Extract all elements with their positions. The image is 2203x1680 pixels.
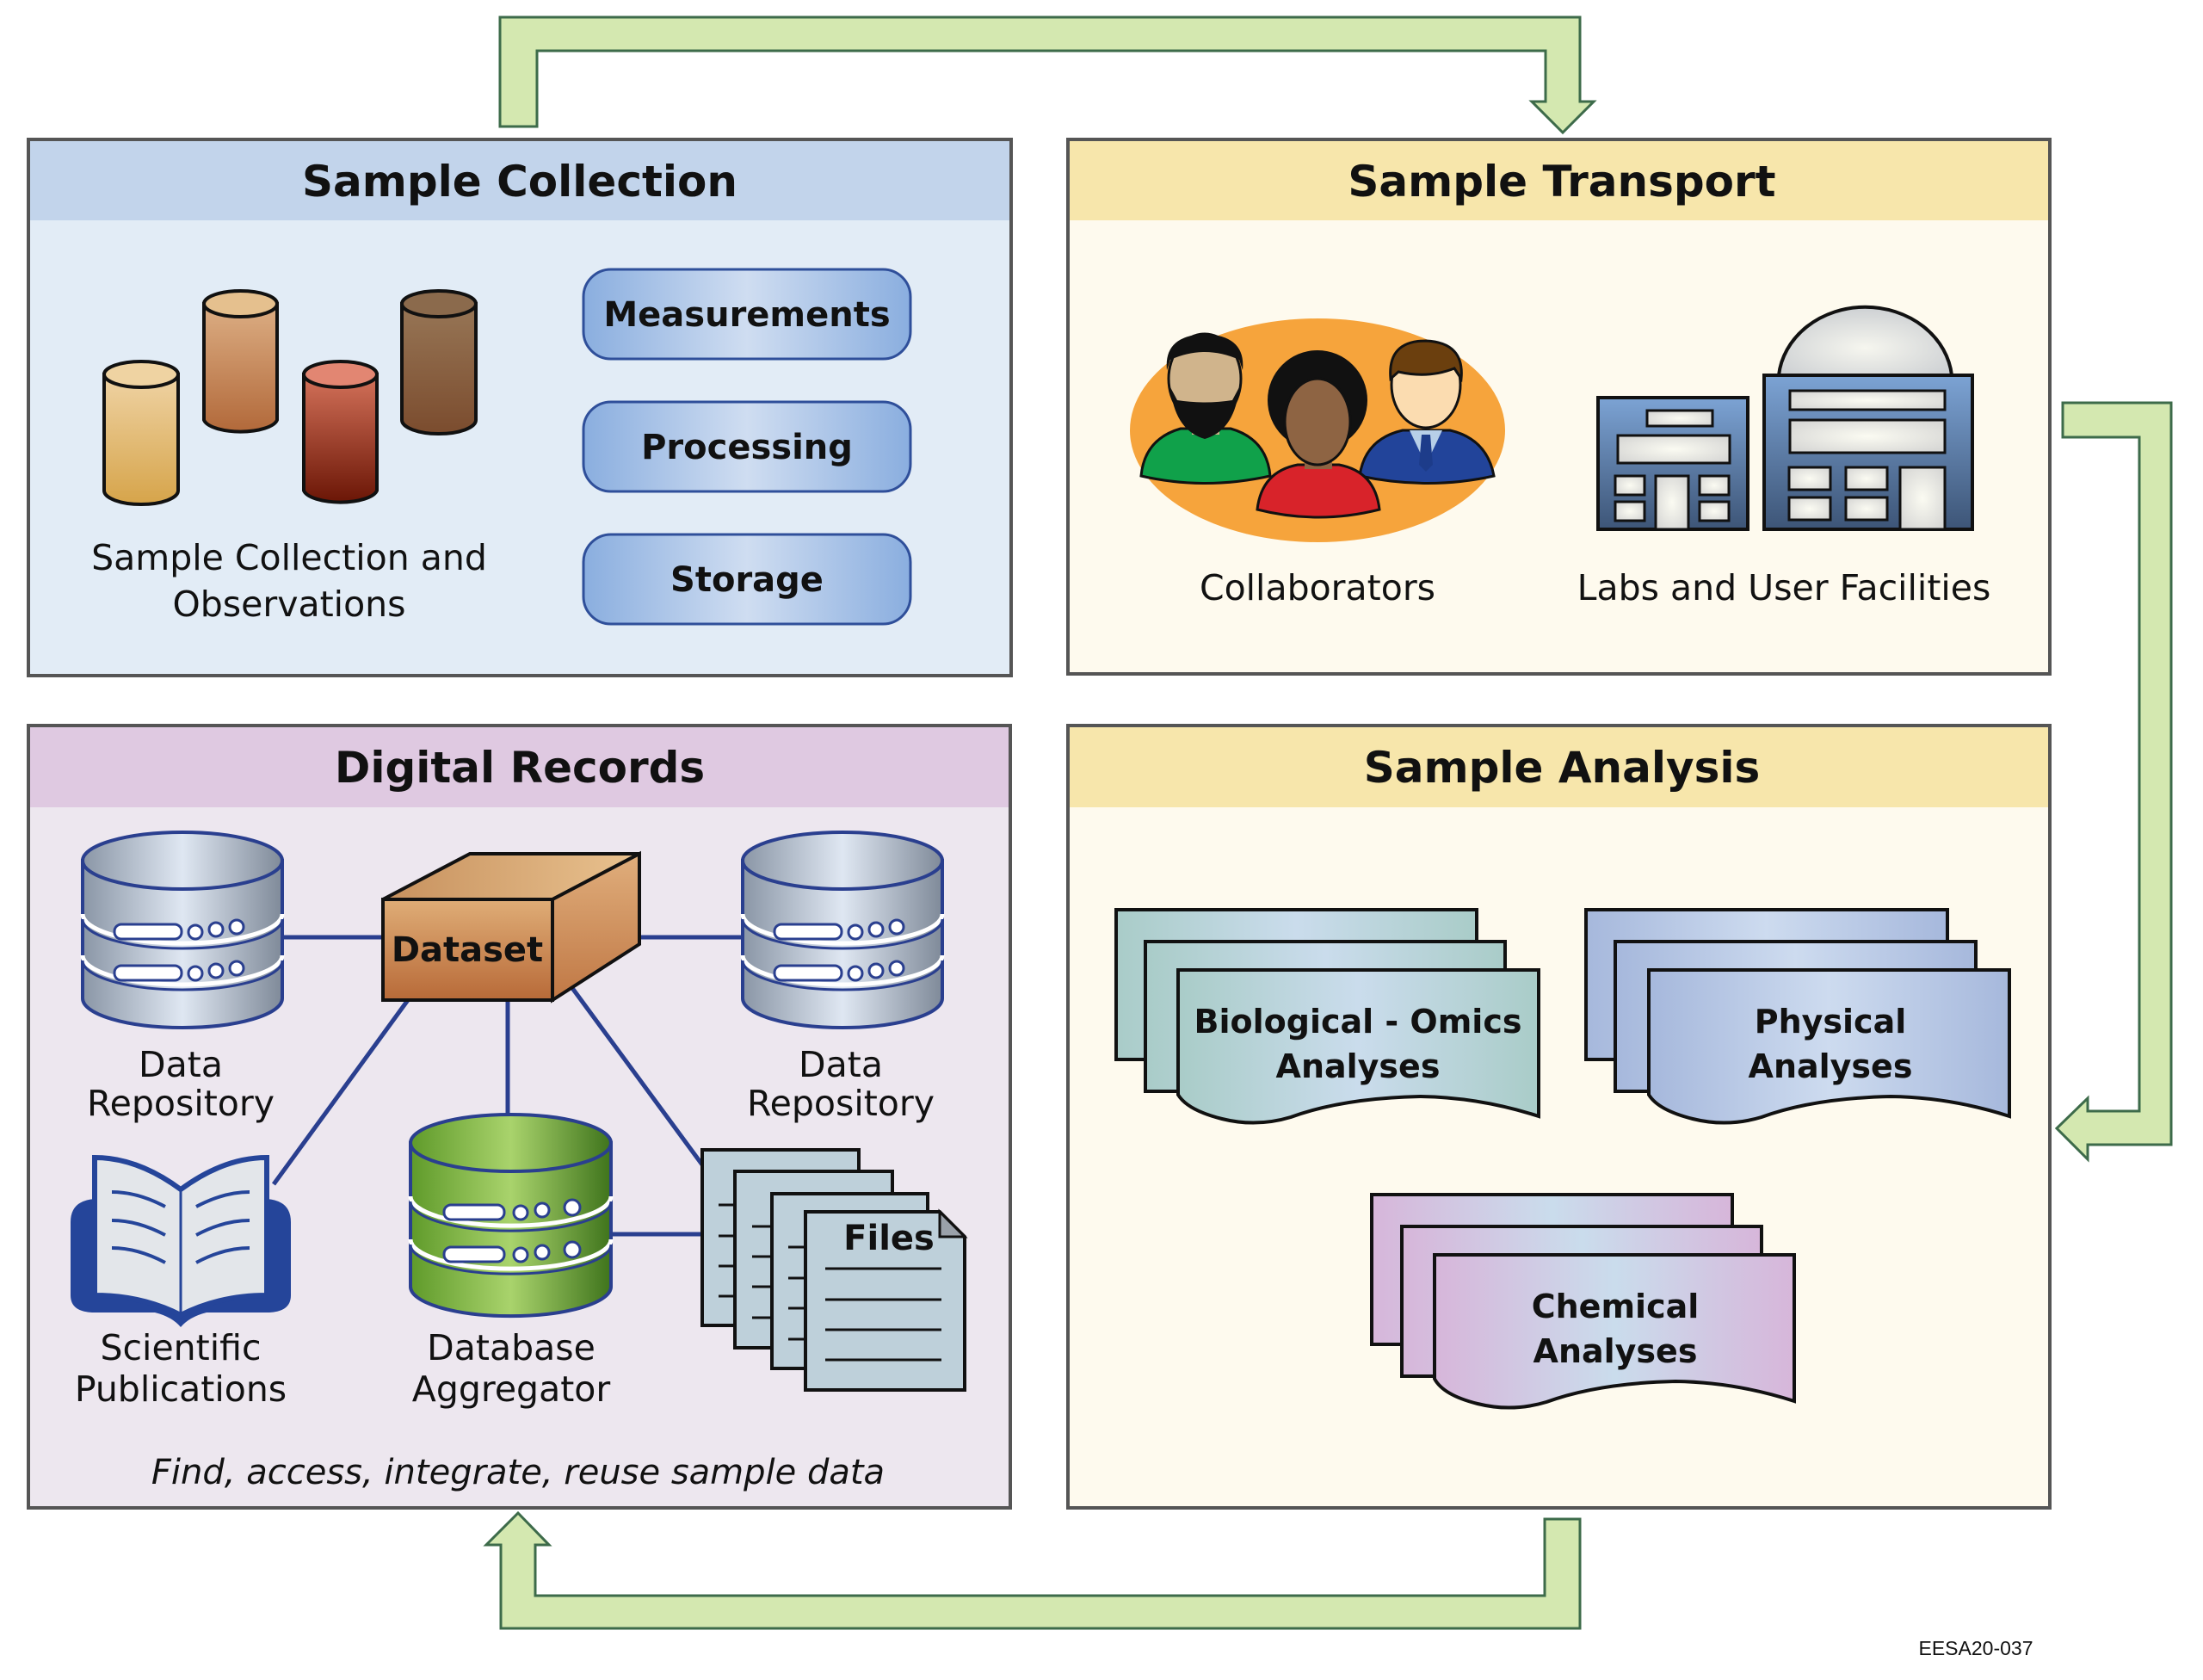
sample-cylinder-icon [302, 360, 379, 504]
sample-collection-label-line-2: Observations [172, 584, 405, 625]
scientific-publications-book-icon [71, 1154, 291, 1327]
step-storage[interactable]: Storage [582, 533, 912, 626]
files-stack-icon: Files [700, 1148, 968, 1392]
database-aggregator-label-line-2: Aggregator [412, 1368, 611, 1410]
person-icon [1256, 350, 1381, 519]
scientific-publications-label-line-2: Publications [75, 1368, 287, 1410]
sample-cylinder-icon [202, 289, 279, 434]
panel-digital-records: Digital Records Data [27, 724, 1012, 1510]
sample-cylinder-icon [400, 289, 478, 435]
data-repository-right-icon [740, 831, 945, 1029]
panel-header [1068, 139, 2050, 220]
person-icon [1358, 339, 1496, 485]
svg-text:Processing: Processing [641, 428, 853, 467]
analysis-label-line-2: Analyses [1276, 1047, 1441, 1085]
panel-title: Sample Transport [1348, 157, 1775, 207]
data-repository-left-label-line-2: Repository [87, 1083, 275, 1124]
connector-lines [271, 935, 743, 1237]
step-processing[interactable]: Processing [582, 400, 912, 493]
flow-arrow-transport-to-analysis [2054, 401, 2173, 1163]
dataset-label: Dataset [392, 930, 543, 970]
data-repository-right-label-line-1: Data [799, 1044, 883, 1085]
analysis-stack-physical[interactable]: Physical Analyses [1584, 908, 2011, 1125]
collaborators-label: Collaborators [1200, 567, 1435, 608]
panel-sample-analysis: Sample Analysis Biological - Omics Analy… [1066, 724, 2052, 1510]
database-aggregator-label-line-1: Database [427, 1327, 595, 1368]
data-repository-left-label-line-1: Data [139, 1044, 223, 1085]
records-caption: Find, access, integrate, reuse sample da… [151, 1453, 885, 1492]
panel-header [28, 139, 1011, 220]
labs-facilities-label: Labs and User Facilities [1577, 567, 1991, 608]
person-icon [1139, 332, 1272, 485]
dataset-cube-icon[interactable]: Dataset [381, 850, 641, 1004]
step-measurements[interactable]: Measurements [582, 268, 912, 361]
svg-text:Measurements: Measurements [603, 295, 890, 335]
panel-title: Digital Records [335, 743, 705, 793]
flow-arrow-analysis-to-records [483, 1510, 1582, 1630]
scientific-publications-label-line-1: Scientific [100, 1327, 261, 1368]
panel-header [28, 726, 1010, 807]
figure-code: EESA20-037 [1919, 1637, 2033, 1659]
analysis-label-line-1: Biological - Omics [1194, 1003, 1522, 1041]
panel-header [1068, 726, 2050, 807]
panel-title: Sample Analysis [1364, 743, 1761, 793]
database-aggregator-icon [408, 1113, 614, 1319]
sample-containers-icon [102, 289, 478, 506]
analysis-label-line-1: Chemical [1532, 1288, 1700, 1325]
analysis-label-line-2: Analyses [1533, 1332, 1698, 1370]
data-repository-left-icon [80, 831, 285, 1029]
sample-cylinder-icon [102, 360, 180, 506]
panel-sample-transport: Sample Transport [1066, 138, 2052, 676]
collaborators-icon [1130, 318, 1505, 542]
panel-sample-collection: Sample Collection Sample Collection and … [27, 138, 1013, 677]
svg-text:Storage: Storage [670, 560, 824, 600]
panel-title: Sample Collection [302, 157, 737, 207]
analysis-label-line-2: Analyses [1749, 1047, 1913, 1085]
analysis-label-line-1: Physical [1755, 1003, 1907, 1041]
labs-facilities-icon [1596, 305, 1974, 531]
analysis-stack-biological[interactable]: Biological - Omics Analyses [1114, 908, 1540, 1125]
files-label: Files [843, 1219, 935, 1258]
analysis-stack-chemical[interactable]: Chemical Analyses [1370, 1193, 1796, 1410]
data-repository-right-label-line-2: Repository [747, 1083, 935, 1124]
sample-collection-label-line-1: Sample Collection and [91, 537, 487, 578]
flow-arrow-collection-to-transport [498, 15, 1597, 135]
